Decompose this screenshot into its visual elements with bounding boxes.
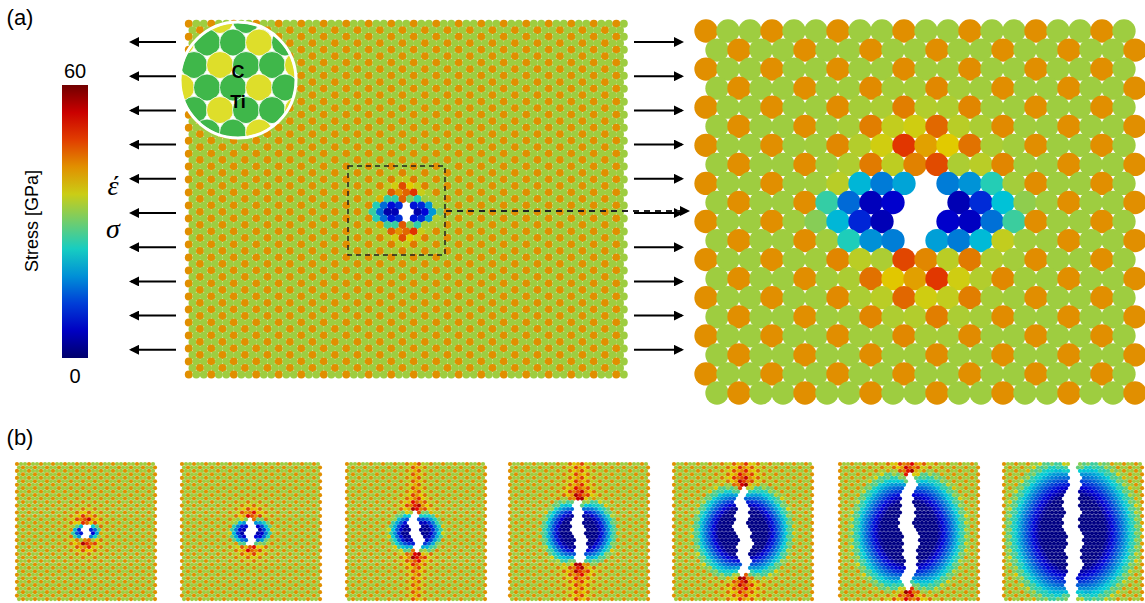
figure-label: (b) <box>7 427 34 449</box>
figure-label: έ <box>107 172 118 200</box>
load-arrows <box>131 42 682 350</box>
figure-label: σ <box>106 215 120 243</box>
zoom-box <box>348 166 445 255</box>
zoom-arrow <box>446 210 688 212</box>
figure-label: 0 <box>69 366 80 386</box>
figure-label: Ti <box>230 93 246 111</box>
atom-lattice <box>185 20 628 379</box>
figure-label: C <box>232 63 245 81</box>
crack-sequence <box>15 462 1144 601</box>
inset-circle <box>155 7 377 192</box>
zoom-lattice <box>694 19 1145 404</box>
colorbar <box>62 85 88 358</box>
figure-label: 60 <box>64 61 86 81</box>
figure-label: Stress [GPa] <box>23 170 41 272</box>
figure-label: (a) <box>7 7 34 29</box>
